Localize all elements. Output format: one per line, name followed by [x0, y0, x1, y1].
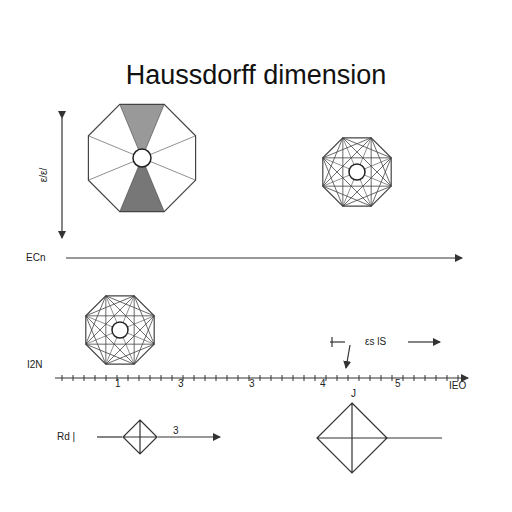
tick-label: 5	[395, 379, 401, 389]
interval-arrow	[408, 341, 440, 342]
tick-label: 3	[173, 426, 179, 436]
vertical-axis	[61, 118, 62, 238]
horizontal-axis	[66, 257, 462, 258]
small-diamond	[123, 420, 157, 454]
tick-label: 1	[115, 379, 121, 389]
tick-label: IEO	[449, 381, 466, 391]
diamond-line	[387, 437, 442, 438]
axis-label: ECn	[26, 253, 45, 263]
tick-label: 3	[178, 379, 184, 389]
tick-label: 3	[249, 379, 255, 389]
bottom-arrow	[158, 436, 220, 437]
bottom-line	[97, 436, 122, 437]
tick-label: J	[351, 389, 356, 399]
axis-label: I2N	[27, 360, 43, 370]
large-diamond	[317, 403, 387, 473]
tick-label: Rd |	[57, 432, 75, 442]
tick-label: 4	[320, 379, 326, 389]
interval-mark	[331, 337, 332, 347]
axis-label: ε/ε/	[39, 168, 49, 182]
fractal-stars	[86, 104, 391, 364]
pointer-arrow	[346, 345, 350, 368]
tick-label: εs lS	[363, 337, 388, 347]
title: Haussdorff dimension	[0, 60, 512, 91]
